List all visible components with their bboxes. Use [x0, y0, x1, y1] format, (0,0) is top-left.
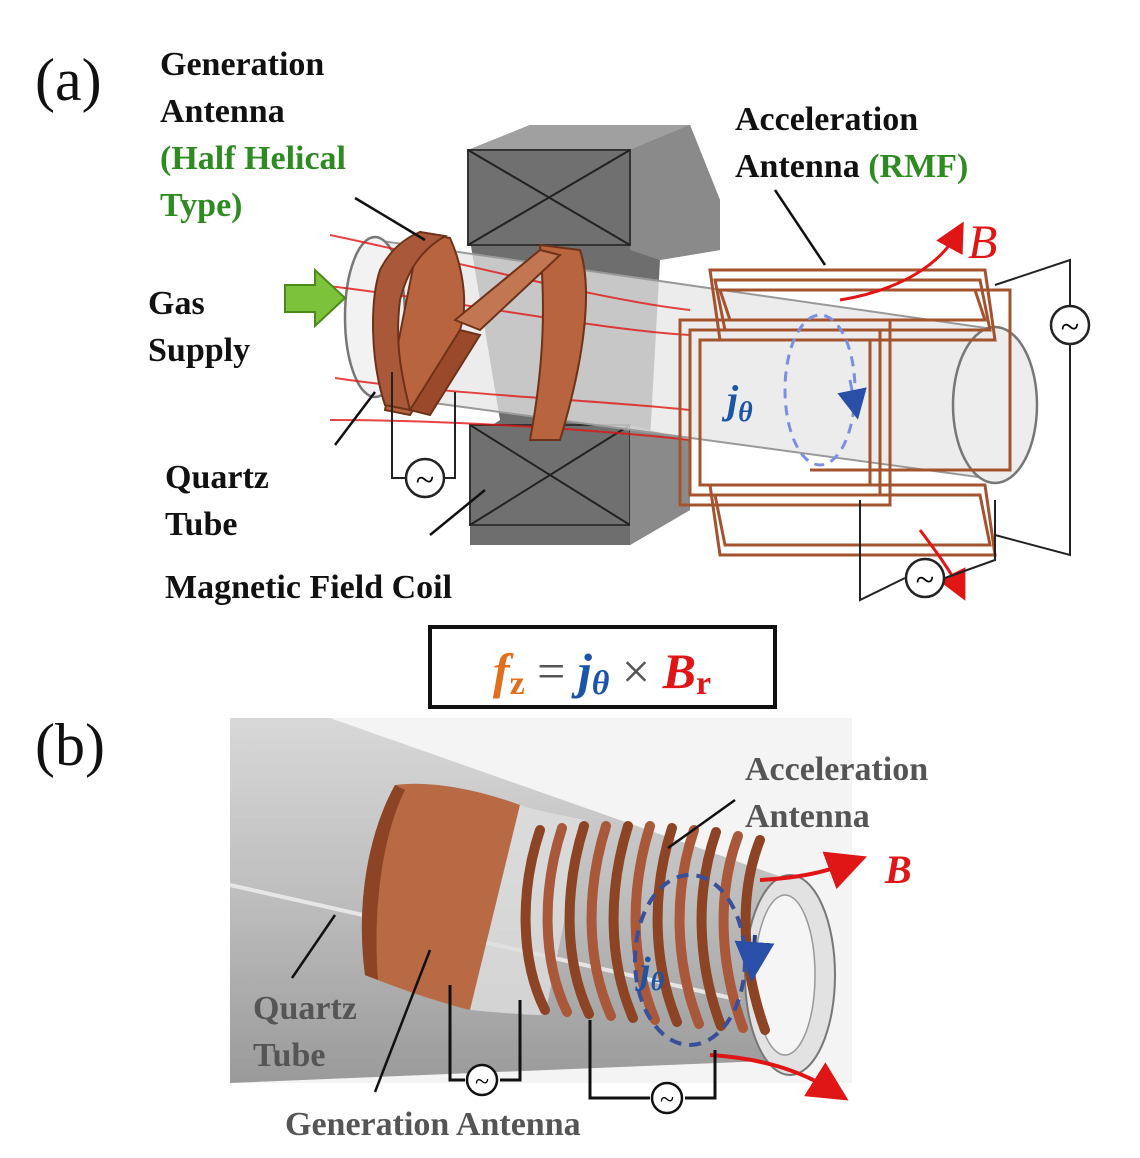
panel-a-letter: (a) [35, 47, 102, 113]
ac-source-generation-a [404, 457, 446, 499]
acceleration-antenna-b-label-2: Antenna [745, 798, 870, 835]
generation-circuit-a [391, 372, 456, 479]
b-arrow-bottom-a [918, 529, 966, 601]
acceleration-antenna-label-1: Acceleration [735, 101, 918, 138]
ac-symbol-generation-a: ~ [416, 462, 434, 499]
force-equation: fz = jθ × Br [428, 625, 777, 709]
generation-antenna-a [372, 230, 587, 441]
ac-symbol-generation-b: ~ [475, 1067, 489, 1096]
gas-supply-label-2: Supply [148, 332, 250, 369]
panel-a: (a) [35, 46, 1091, 606]
generation-antenna-b-label: Generation Antenna [285, 1106, 581, 1143]
equation-text: fz = jθ × Br [493, 643, 711, 705]
generation-antenna-label-2: Antenna [160, 93, 285, 130]
ac-source-generation-b [465, 1063, 499, 1097]
magnetic-field-coil-label: Magnetic Field Coil [165, 569, 452, 606]
b-symbol-a: B [968, 216, 997, 269]
ac-source-acceleration-b [650, 1081, 684, 1115]
ac-symbol-bottom-a: ~ [916, 562, 934, 599]
ac-source-right-a [1049, 304, 1091, 346]
leader-lines-a [334, 189, 827, 536]
quartz-tube-b-label-1: Quartz [253, 990, 357, 1027]
equation-box [428, 625, 777, 709]
acceleration-antenna-b [520, 821, 770, 1035]
generation-circuit-b [448, 985, 522, 1082]
gas-supply-label-1: Gas [148, 285, 205, 322]
b-arrow-top-a [839, 221, 964, 302]
gas-supply-arrow [284, 267, 347, 329]
quartz-tube-label-1: Quartz [165, 459, 269, 496]
ac-symbol-acceleration-b: ~ [660, 1085, 674, 1114]
current-loop-arrow-a [837, 379, 867, 420]
acceleration-antenna-b-label-1: Acceleration [745, 751, 928, 788]
acceleration-circuit-b [588, 1020, 717, 1100]
generation-antenna-type-1: (Half Helical [160, 140, 346, 177]
generation-antenna-type-2: Type) [160, 187, 242, 224]
quartz-tube-label-2: Tube [165, 506, 237, 543]
ac-symbol-right-a: ~ [1061, 309, 1079, 346]
panel-b-letter: (b) [35, 712, 105, 778]
acceleration-antenna-label-2: Antenna (RMF) [735, 148, 968, 185]
acceleration-circuit-bottom-a [859, 500, 996, 602]
acceleration-antenna-a [678, 268, 1012, 557]
current-loop-arrow-b [734, 934, 775, 982]
b-arrow-top-b [759, 851, 868, 890]
panel-b: (b) [35, 712, 928, 1143]
b-symbol-b: B [884, 847, 912, 892]
b-arrow-bottom-b [709, 1053, 849, 1101]
quartz-tube-b-label-2: Tube [253, 1037, 325, 1074]
generation-antenna-label-1: Generation [160, 46, 324, 83]
leader-lines-b [290, 798, 736, 1093]
ac-source-bottom-a [904, 557, 946, 599]
acceleration-circuit-right-a [994, 258, 1071, 557]
